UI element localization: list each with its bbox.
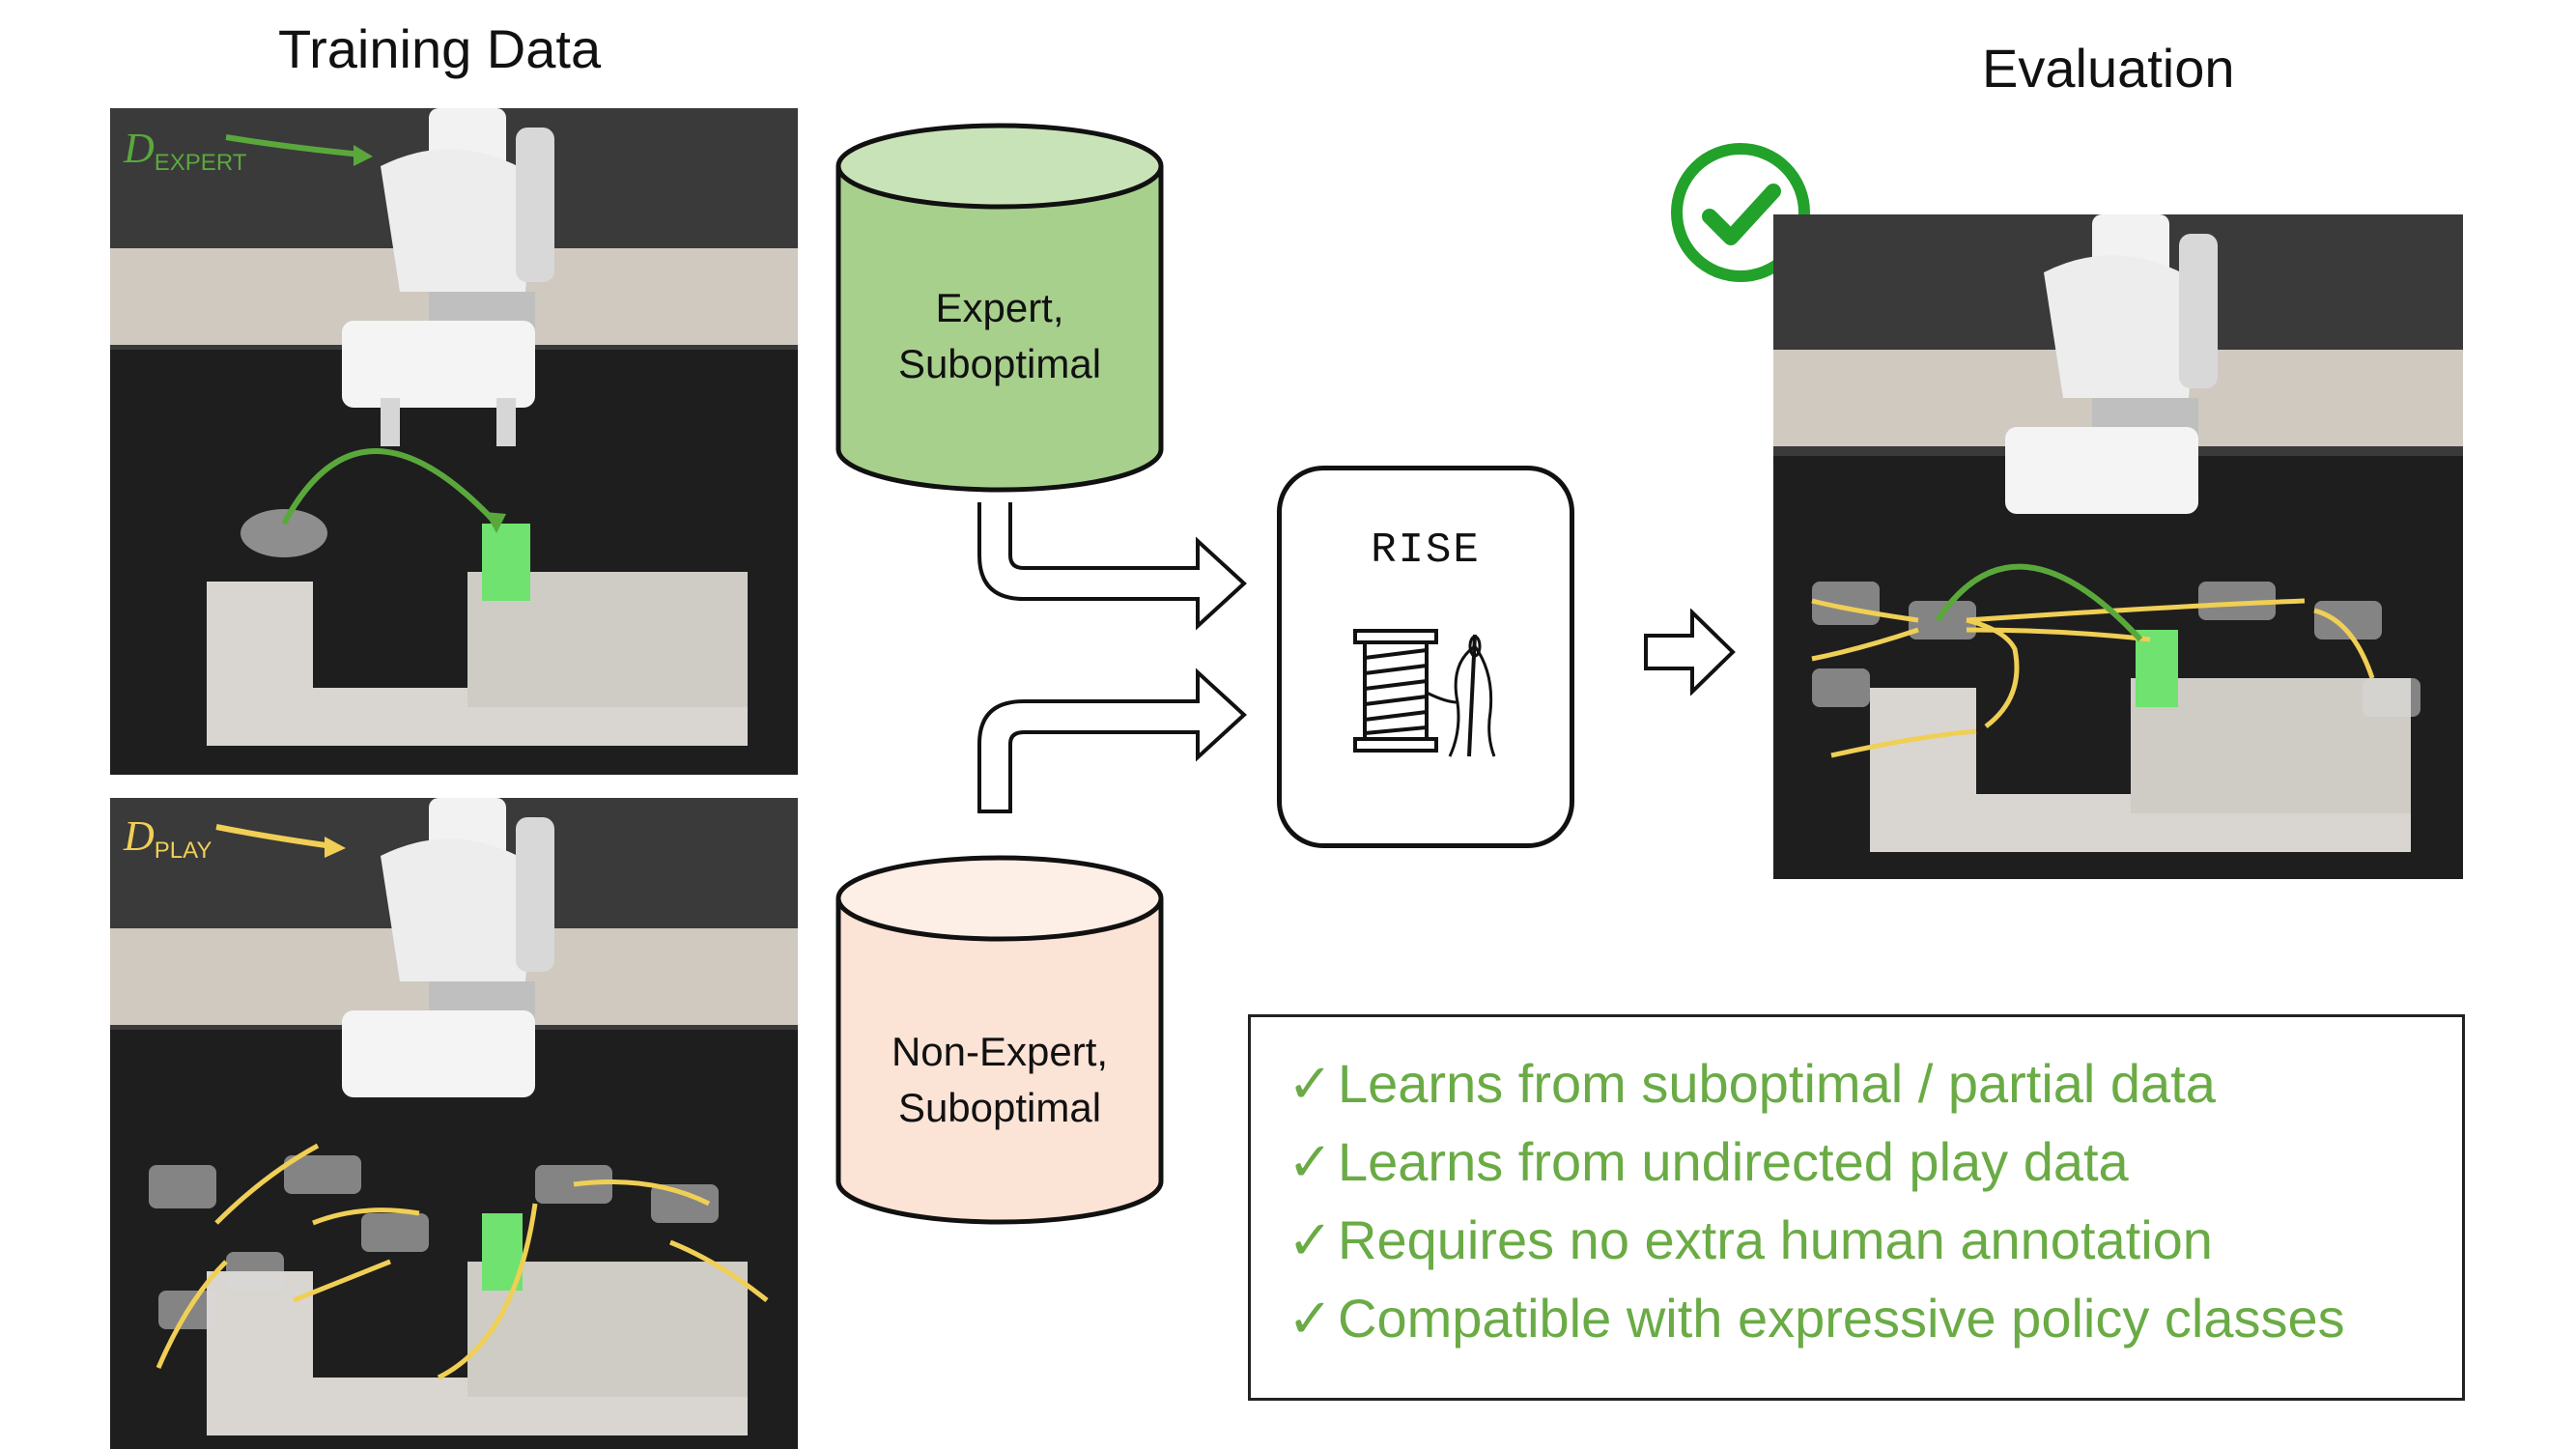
evaluation-scene: [1773, 214, 2463, 879]
rise-title: RISE: [1371, 526, 1481, 575]
checkmark-icon: ✓: [1288, 1209, 1333, 1270]
expert-dataset-label: DEXPERT: [124, 125, 247, 176]
benefit-item: ✓Learns from suboptimal / partial data: [1288, 1053, 2216, 1114]
output-arrow: [1644, 609, 1736, 696]
checkmark-icon: ✓: [1288, 1053, 1333, 1114]
thread-spool-and-needle-icon: [1353, 629, 1496, 757]
nonexpert-database-label: Non-Expert,Suboptimal: [891, 1029, 1109, 1130]
benefit-item: ✓Compatible with expressive policy class…: [1288, 1288, 2345, 1349]
evaluation-photo: [1773, 214, 2463, 879]
expert-database-label: Expert,Suboptimal: [897, 285, 1102, 386]
play-data-scene: [110, 798, 798, 1449]
benefit-item: ✓Learns from undirected play data: [1288, 1131, 2129, 1192]
benefit-item: ✓Requires no extra human annotation: [1288, 1209, 2213, 1270]
expert-demo-photo: DEXPERT: [110, 108, 798, 775]
expert-demo-scene: [110, 108, 798, 775]
checkmark-icon: ✓: [1288, 1288, 1333, 1349]
nonexpert-flow-arrow: [977, 668, 1247, 813]
expert-database-cylinder: [835, 123, 1164, 493]
evaluation-heading: Evaluation: [1982, 38, 2235, 99]
check-circle-icon: [1671, 143, 1810, 282]
training-data-heading: Training Data: [278, 18, 602, 79]
play-data-photo: DPLAY: [110, 798, 798, 1449]
rise-method-box: RISE: [1277, 466, 1574, 848]
play-dataset-label: DPLAY: [124, 812, 212, 864]
expert-flow-arrow: [977, 502, 1247, 631]
nonexpert-database-cylinder: [835, 855, 1164, 1225]
benefits-box: ✓Learns from suboptimal / partial data ✓…: [1248, 1014, 2465, 1401]
checkmark-icon: ✓: [1288, 1131, 1333, 1192]
